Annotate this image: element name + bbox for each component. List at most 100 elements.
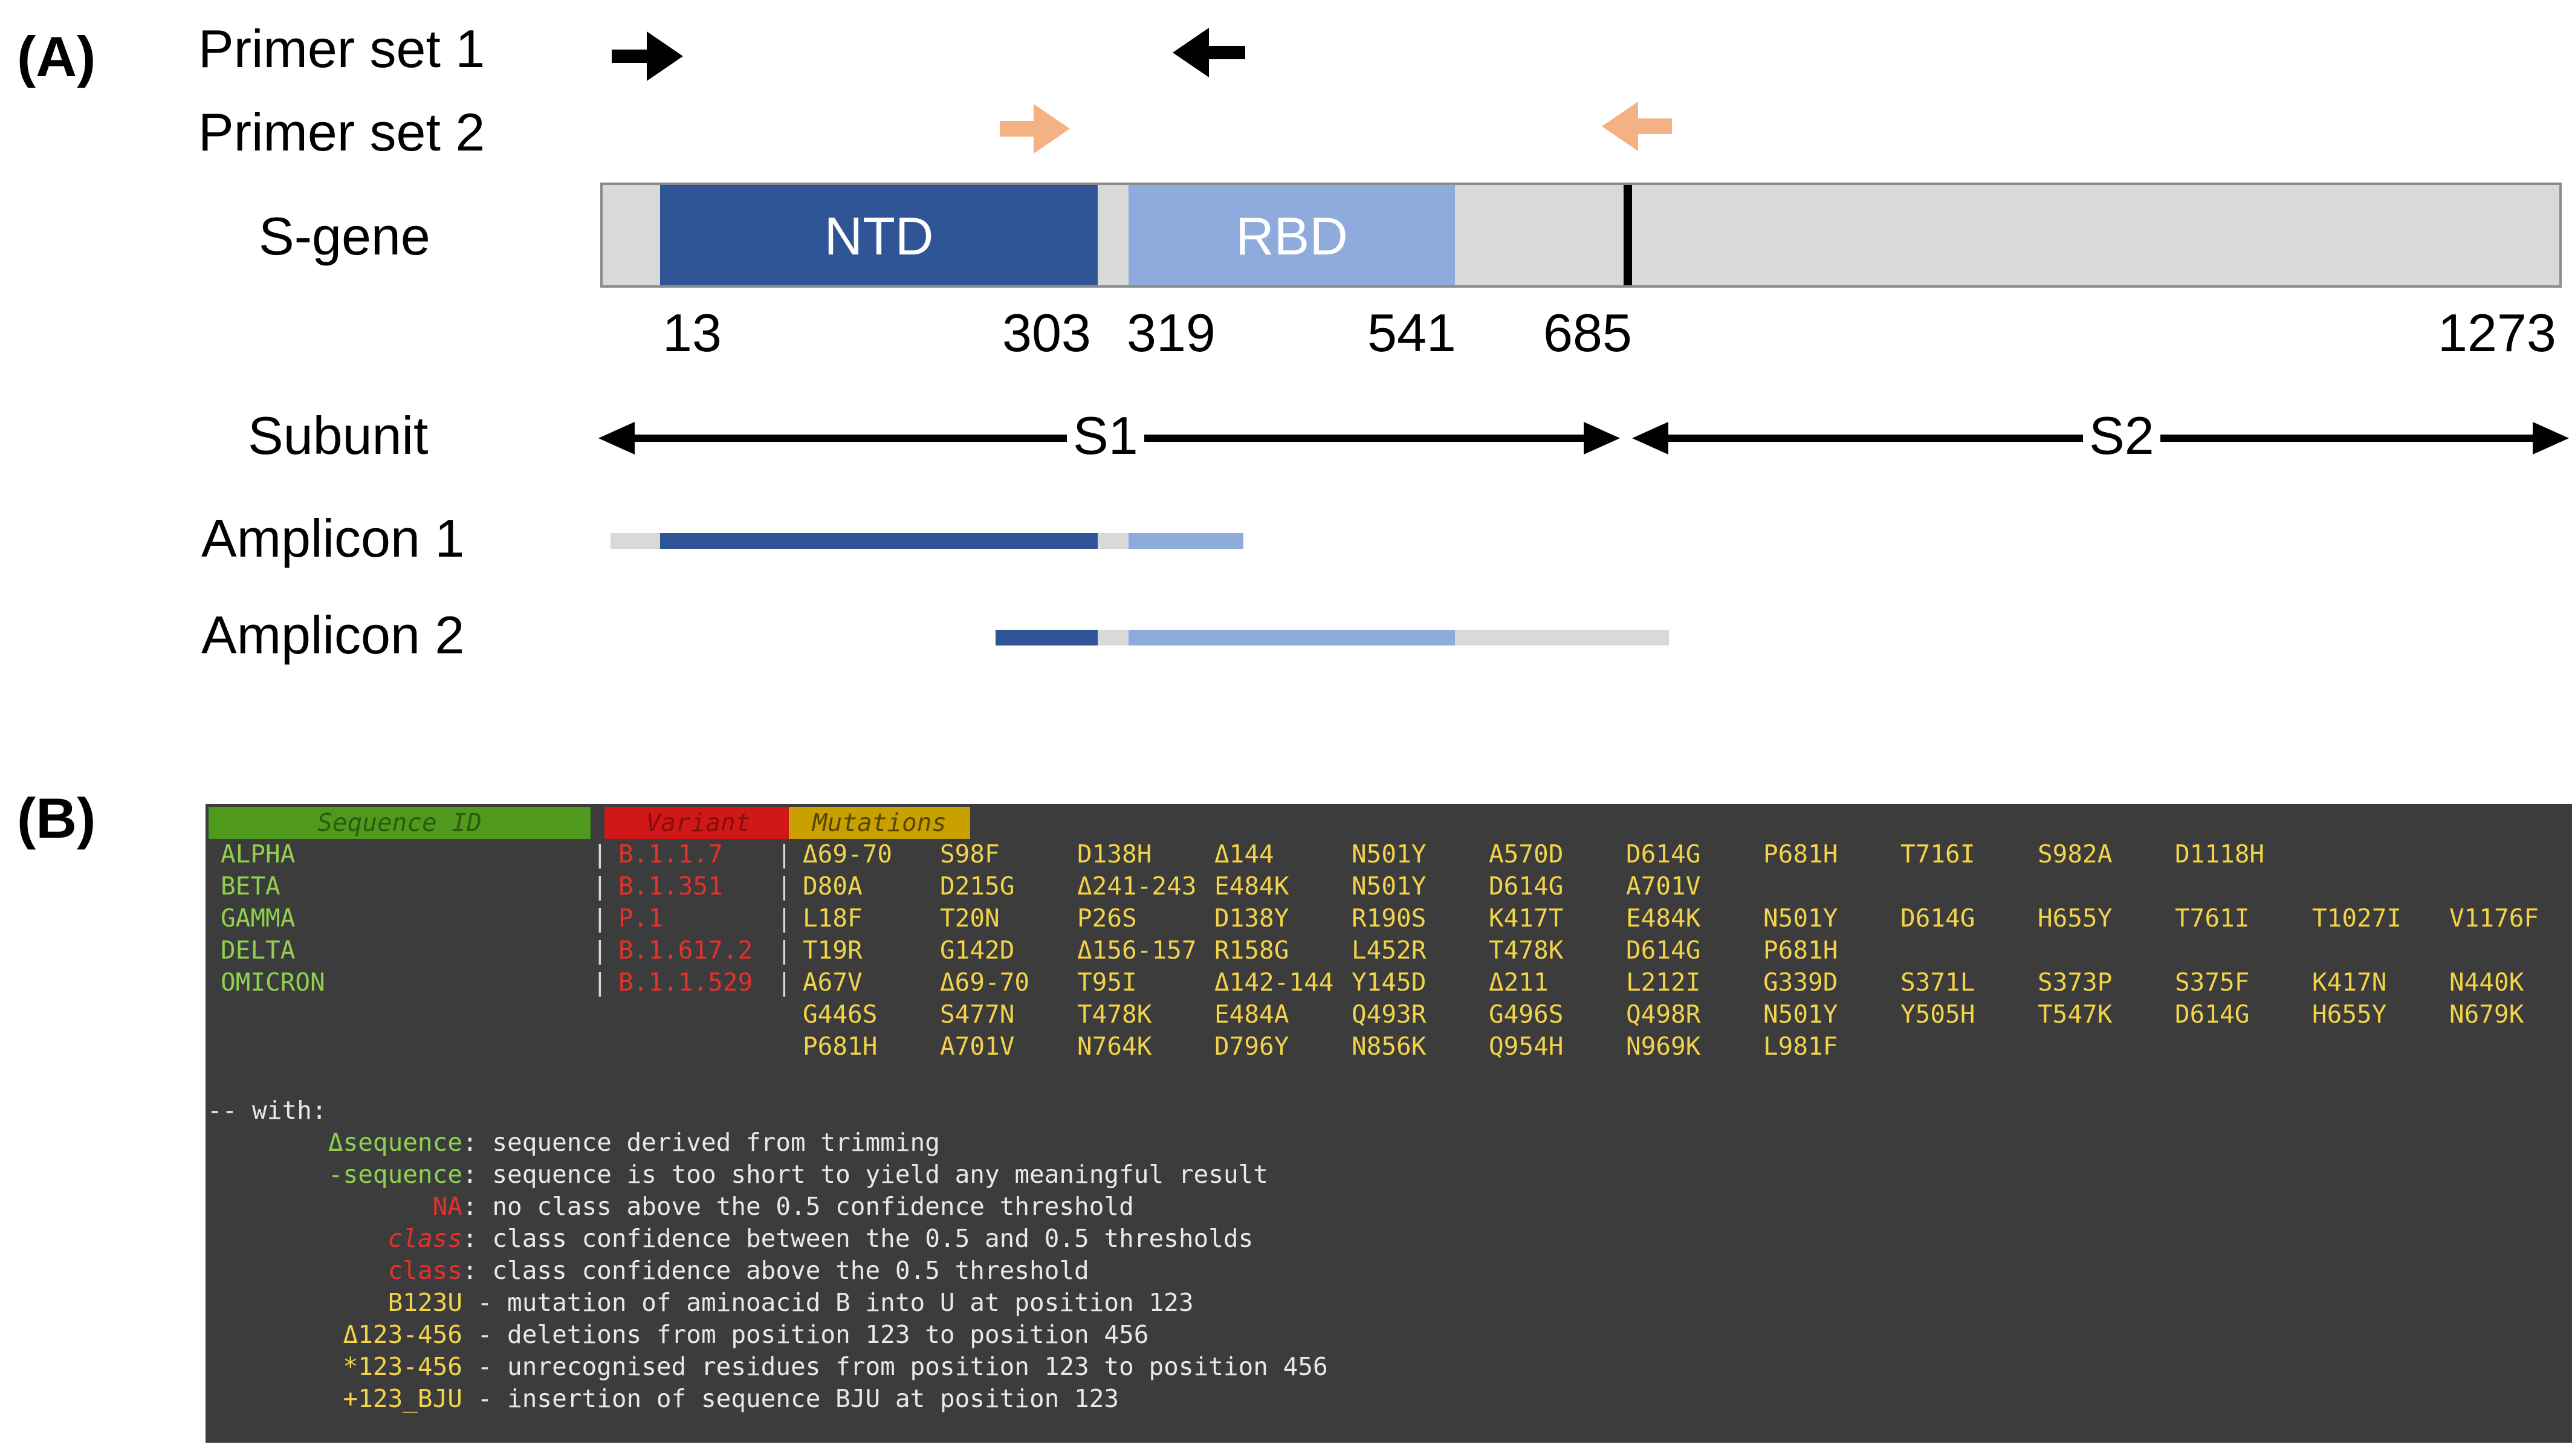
mutation: A701V — [940, 1032, 1015, 1061]
legend-text: no class above the 0.5 confidence thresh… — [477, 1192, 1134, 1221]
mutation: Δ211 — [1489, 968, 1549, 997]
header-sequence-id: Sequence ID — [209, 807, 591, 839]
legend-separator: : — [462, 1224, 478, 1253]
panel-b-label: (B) — [17, 786, 96, 850]
primer-set-1-forward-arrow — [612, 31, 683, 81]
mutation: N501Y — [1763, 1000, 1838, 1029]
legend-key: -sequence — [328, 1160, 462, 1189]
mutation: Q498R — [1626, 1000, 1701, 1029]
terminal-output: Sequence ID Variant Mutations ALPHA|B.1.… — [206, 804, 2572, 1443]
primer-set-1-reverse-arrow — [1173, 28, 1245, 77]
legend-description: : sequence is too short to yield any mea… — [462, 1159, 1268, 1191]
amplicon-2-gray-end — [1455, 630, 1669, 645]
amplicon-1-gray-start — [611, 533, 660, 549]
header-variant: Variant — [604, 807, 792, 839]
variant-name: P.1 — [618, 904, 664, 933]
primer-set-1-label: Primer set 1 — [198, 19, 485, 79]
variant-name: B.1.1.529 — [618, 968, 753, 997]
amplicon-1-rbd — [1129, 533, 1243, 549]
mutation: N501Y — [1352, 840, 1427, 869]
mutation: S982A — [2038, 840, 2113, 869]
legend-text: - unrecognised residues from position 12… — [462, 1352, 1328, 1381]
mutation: R190S — [1352, 904, 1427, 933]
sequence-id: ALPHA — [221, 840, 296, 869]
column-separator: | — [777, 872, 792, 901]
sequence-id: OMICRON — [221, 968, 325, 997]
legend-text: class confidence above the 0.5 threshold — [477, 1256, 1089, 1285]
amplicon-2-linker — [1098, 630, 1129, 645]
column-separator: | — [777, 904, 792, 933]
column-separator: | — [592, 968, 607, 997]
mutation: S477N — [940, 1000, 1015, 1029]
mutation: S373P — [2038, 968, 2113, 997]
legend-key: *123-456 — [343, 1352, 462, 1381]
legend-key: class — [387, 1224, 462, 1253]
mutation: P26S — [1077, 904, 1137, 933]
column-separator: | — [592, 872, 607, 901]
mutation: D614G — [1489, 872, 1564, 901]
legend-description: - mutation of aminoacid B into U at posi… — [462, 1287, 1194, 1319]
ntd-domain: NTD — [660, 185, 1098, 285]
position-303: 303 — [1002, 303, 1091, 363]
mutation: D614G — [1626, 936, 1701, 965]
legend-text: - deletions from position 123 to positio… — [462, 1320, 1149, 1349]
legend-text: class confidence between the 0.5 and 0.5… — [477, 1224, 1254, 1253]
position-13: 13 — [662, 303, 722, 363]
mutation: K417T — [1489, 904, 1564, 933]
sequence-id: DELTA — [221, 936, 296, 965]
legend-key: Δsequence — [328, 1128, 462, 1157]
subunit-arrows — [598, 422, 2569, 455]
primer-arrows — [612, 28, 1672, 154]
amplicon-2-rbd — [1129, 630, 1455, 645]
legend-description: - deletions from position 123 to positio… — [462, 1319, 1149, 1351]
mutation: T19R — [803, 936, 863, 965]
position-319: 319 — [1127, 303, 1216, 363]
mutation: H655Y — [2038, 904, 2113, 933]
amplicon-1-ntd — [660, 533, 1098, 549]
mutation: T478K — [1489, 936, 1564, 965]
mutation: N679K — [2449, 1000, 2524, 1029]
mutation: A570D — [1489, 840, 1564, 869]
mutation: E484K — [1626, 904, 1701, 933]
legend-description: - insertion of sequence BJU at position … — [462, 1383, 1119, 1415]
mutation: D215G — [940, 872, 1015, 901]
legend-key: NA — [432, 1192, 462, 1221]
variant-name: B.1.351 — [618, 872, 723, 901]
primer-set-2-reverse-arrow — [1602, 102, 1672, 151]
legend-text: sequence derived from trimming — [477, 1128, 940, 1157]
variant-name: B.1.1.7 — [618, 840, 723, 869]
mutation: A67V — [803, 968, 863, 997]
legend-separator: : — [462, 1160, 478, 1189]
mutation: S98F — [940, 840, 1000, 869]
mutation: R158G — [1214, 936, 1289, 965]
mutation: E484A — [1214, 1000, 1289, 1029]
mutation: L212I — [1626, 968, 1701, 997]
mutation: D138Y — [1214, 904, 1289, 933]
amplicon-1-linker — [1098, 533, 1129, 549]
mutation: D1118H — [2175, 840, 2265, 869]
sequence-id: GAMMA — [221, 904, 296, 933]
legend-description: : no class above the 0.5 confidence thre… — [462, 1191, 1134, 1223]
mutation: Δ69-70 — [940, 968, 1030, 997]
mutation: G446S — [803, 1000, 878, 1029]
legend-key: +123_BJU — [343, 1384, 462, 1413]
mutation: Q493R — [1352, 1000, 1427, 1029]
mutation: S371L — [1900, 968, 1975, 997]
amplicon-2-ntd — [996, 630, 1098, 645]
mutation: T547K — [2038, 1000, 2113, 1029]
legend-text: - mutation of aminoacid B into U at posi… — [462, 1288, 1194, 1317]
mutation: G142D — [940, 936, 1015, 965]
column-separator: | — [592, 936, 607, 965]
position-541: 541 — [1367, 303, 1456, 363]
legend-with-label: -- with: — [207, 1096, 327, 1125]
mutation: V1176F — [2449, 904, 2539, 933]
subunit-label: Subunit — [248, 406, 429, 465]
mutation: P681H — [1763, 936, 1838, 965]
mutation: D614G — [2175, 1000, 2250, 1029]
mutation: N764K — [1077, 1032, 1152, 1061]
mutation: Δ144 — [1214, 840, 1274, 869]
mutation: Q954H — [1489, 1032, 1564, 1061]
mutation: D796Y — [1214, 1032, 1289, 1061]
mutation: T1027I — [2312, 904, 2402, 933]
mutation: D614G — [1900, 904, 1975, 933]
